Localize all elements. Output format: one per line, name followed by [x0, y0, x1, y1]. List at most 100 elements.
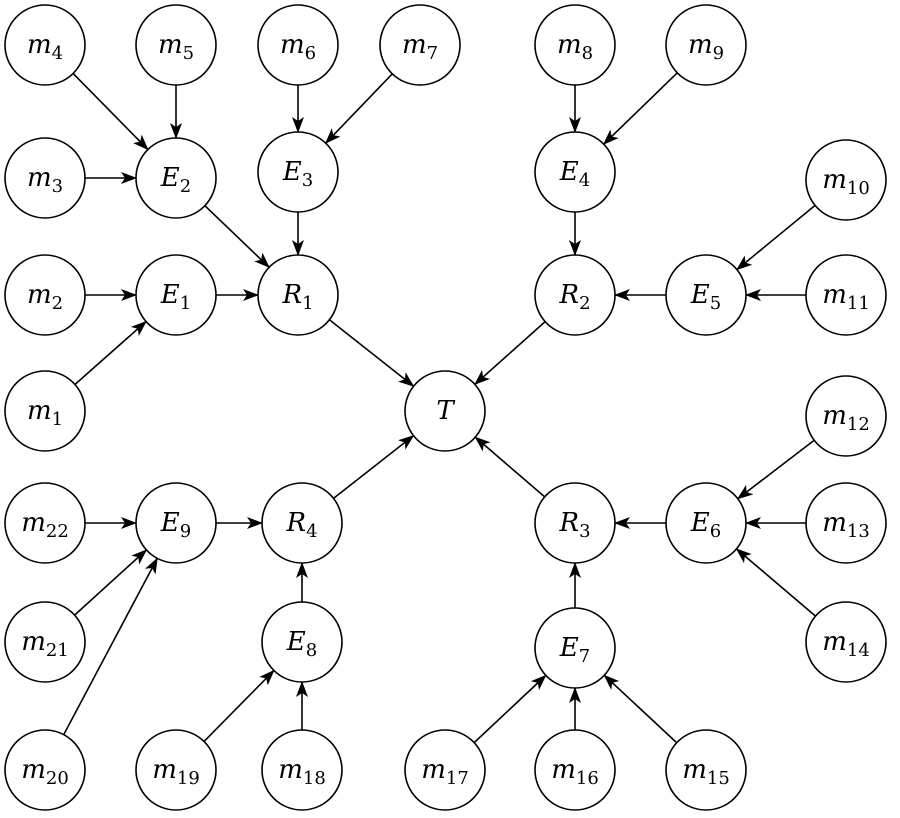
node-label: m7: [402, 30, 438, 64]
node-label: R1: [281, 280, 313, 314]
node-label: m1: [27, 396, 63, 430]
node-label: m15: [682, 755, 730, 789]
node-m11: m11: [805, 254, 887, 336]
edges-layer: [63, 72, 817, 744]
edge-R1-to-T: [328, 319, 415, 387]
node-m17: m17: [404, 729, 486, 811]
node-m19: m19: [135, 729, 217, 811]
node-E1: E1: [135, 254, 217, 336]
node-circle: [261, 601, 343, 683]
node-circle: [534, 607, 616, 689]
node-circle: [4, 370, 86, 452]
node-R4: R4: [261, 482, 343, 564]
node-R1: R1: [257, 254, 339, 336]
edge-R4-to-T: [332, 435, 415, 499]
node-label: E5: [690, 280, 721, 314]
node-circle: [665, 254, 747, 336]
edge-R2-to-T: [474, 321, 546, 386]
edge-m21-to-E9: [74, 549, 148, 616]
edge-m17-to-E7: [473, 674, 547, 744]
edge-m9-to-E4: [603, 72, 678, 145]
node-m13: m13: [805, 482, 887, 564]
node-circle: [261, 482, 343, 564]
node-circle: [135, 4, 217, 86]
edge-m19-to-E8: [203, 669, 275, 743]
edge-m1-to-E1: [74, 320, 147, 386]
node-circle: [805, 482, 887, 564]
edge-m15-to-E7: [603, 674, 678, 744]
node-circle: [805, 254, 887, 336]
node-E6: E6: [665, 482, 747, 564]
node-label: m10: [822, 165, 870, 199]
edge-m14-to-E6: [735, 548, 817, 617]
node-circle: [805, 375, 887, 457]
node-circle: [257, 131, 339, 213]
node-E2: E2: [135, 137, 217, 219]
node-circle: [665, 482, 747, 564]
node-circle: [4, 137, 86, 219]
node-E7: E7: [534, 607, 616, 689]
node-E4: E4: [534, 131, 616, 213]
node-label: m22: [21, 508, 69, 542]
node-m9: m9: [665, 4, 747, 86]
node-circle: [534, 254, 616, 336]
node-label: E7: [559, 633, 590, 667]
node-circle: [534, 131, 616, 213]
node-circle: [257, 4, 339, 86]
node-m6: m6: [257, 4, 339, 86]
node-m18: m18: [261, 729, 343, 811]
edge-m7-to-E3: [325, 73, 393, 144]
node-m16: m16: [534, 729, 616, 811]
node-label: m18: [278, 755, 326, 789]
edge-m20-to-E9: [63, 557, 158, 736]
node-m4: m4: [4, 4, 86, 86]
node-circle: [404, 729, 486, 811]
node-m1: m1: [4, 370, 86, 452]
node-label: R2: [558, 280, 590, 314]
node-m12: m12: [805, 375, 887, 457]
node-label: E8: [286, 627, 317, 661]
node-label: E3: [282, 157, 313, 191]
node-m8: m8: [534, 4, 616, 86]
node-label: m19: [152, 755, 200, 789]
node-R3: R3: [534, 482, 616, 564]
node-R2: R2: [534, 254, 616, 336]
node-m7: m7: [379, 4, 461, 86]
edge-E2-to-R1: [204, 205, 270, 269]
node-label: R4: [285, 508, 317, 542]
node-m10: m10: [805, 139, 887, 221]
node-label: m2: [27, 280, 63, 314]
edge-m12-to-E6: [736, 439, 815, 500]
node-m14: m14: [805, 601, 887, 683]
node-label: m16: [551, 755, 599, 789]
node-circle: [805, 601, 887, 683]
node-label: m5: [158, 30, 194, 64]
node-circle: [534, 729, 616, 811]
node-circle: [135, 482, 217, 564]
node-label: m12: [822, 401, 870, 435]
edge-m10-to-E5: [736, 204, 816, 271]
node-m21: m21: [4, 601, 86, 683]
node-label: E6: [690, 508, 721, 542]
node-m5: m5: [135, 4, 217, 86]
node-label: m8: [557, 30, 593, 64]
node-label: m17: [421, 755, 469, 789]
node-circle: [4, 254, 86, 336]
node-E9: E9: [135, 482, 217, 564]
node-m15: m15: [665, 729, 747, 811]
node-T: T: [404, 370, 486, 452]
node-circle: [135, 137, 217, 219]
node-label: m21: [21, 627, 69, 661]
node-circle: [4, 729, 86, 811]
node-circle: [665, 729, 747, 811]
node-label: E2: [160, 163, 191, 197]
node-m3: m3: [4, 137, 86, 219]
node-label: E4: [559, 157, 590, 191]
node-m2: m2: [4, 254, 86, 336]
node-label: m20: [21, 755, 69, 789]
node-E5: E5: [665, 254, 747, 336]
node-circle: [257, 254, 339, 336]
node-circle: [261, 729, 343, 811]
node-label: m4: [27, 30, 63, 64]
